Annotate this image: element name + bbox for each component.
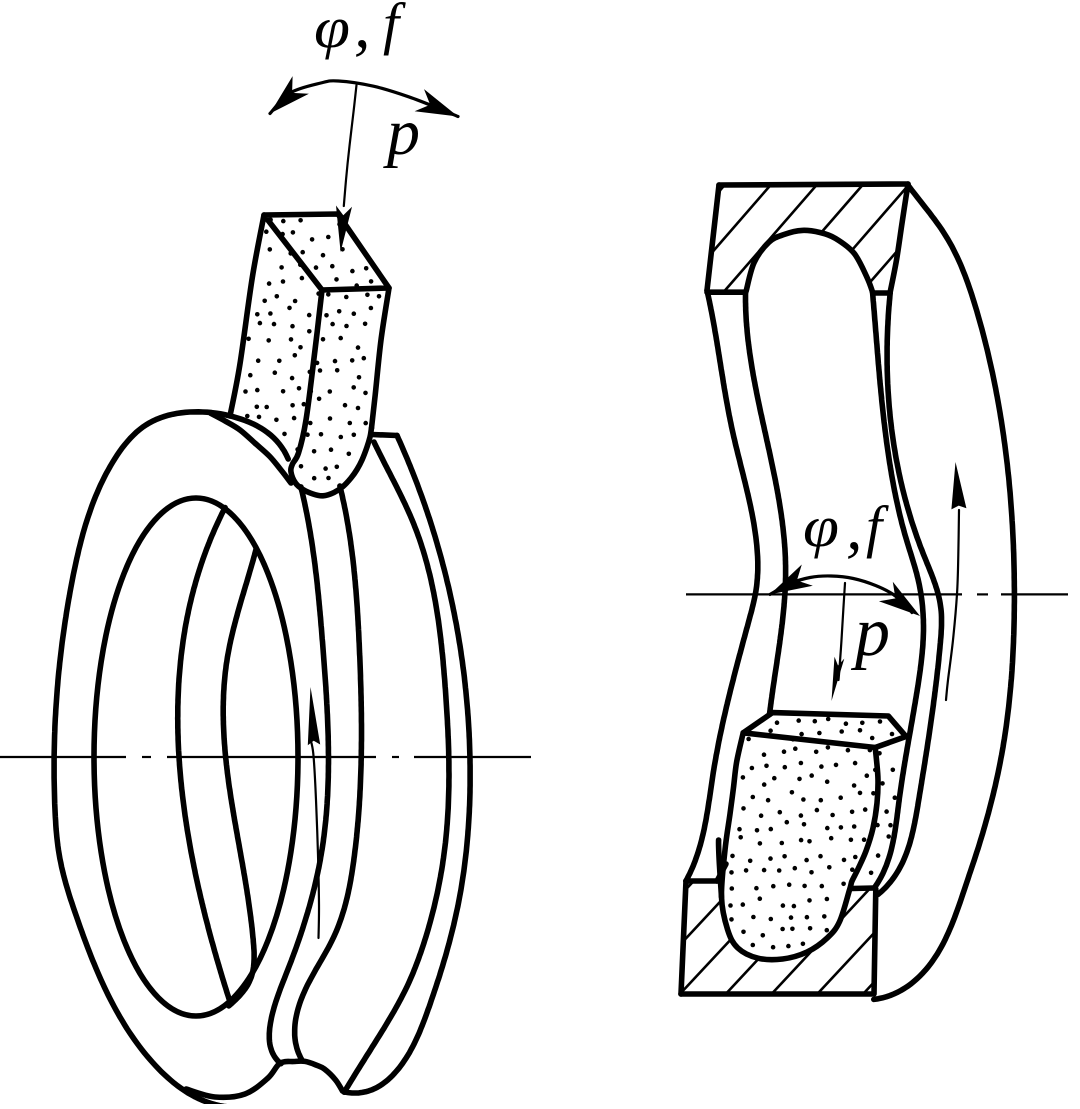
svg-text:φ: φ <box>314 0 350 60</box>
svg-text:φ: φ <box>803 494 839 559</box>
svg-text:p: p <box>850 594 890 671</box>
svg-text:,: , <box>846 491 863 564</box>
svg-text:,: , <box>354 0 371 62</box>
svg-text:p: p <box>383 96 420 169</box>
